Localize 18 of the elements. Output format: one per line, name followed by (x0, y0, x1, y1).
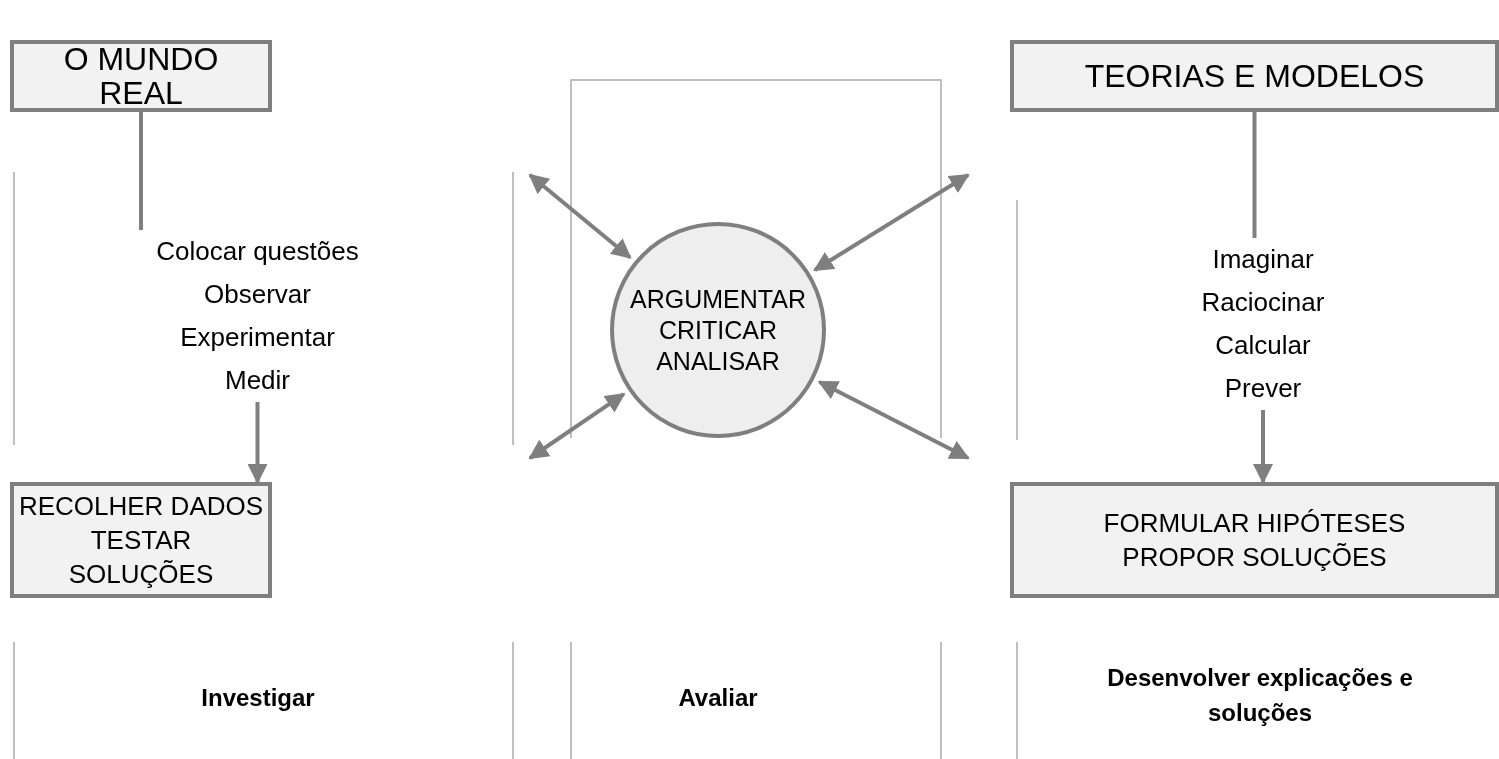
step-list-text: Colocar questões Observar Experimentar Medir (150, 230, 365, 402)
connector-line (139, 112, 143, 230)
circle-node: ARGUMENTAR CRITICAR ANALISAR (610, 222, 826, 438)
column-label: Avaliar (677, 683, 759, 713)
column-label: Investigar (200, 683, 316, 713)
step-list-text: Imaginar Raciocinar Calcular Prever (1193, 238, 1333, 410)
process-box: RECOLHER DADOS TESTAR SOLUÇÕES (10, 482, 272, 598)
process-box: TEORIAS E MODELOS (1010, 40, 1499, 112)
arrow (528, 173, 632, 260)
arrow (247, 402, 268, 484)
column-label: Desenvolver explicações e soluções (1106, 663, 1414, 728)
process-box: FORMULAR HIPÓTESES PROPOR SOLUÇÕES (1010, 482, 1499, 598)
connector-line (1252, 112, 1257, 238)
arrow (1253, 410, 1273, 484)
process-box: O MUNDO REAL (10, 40, 272, 112)
arrow (813, 173, 970, 272)
arrow (817, 380, 970, 460)
arrow (528, 392, 626, 460)
